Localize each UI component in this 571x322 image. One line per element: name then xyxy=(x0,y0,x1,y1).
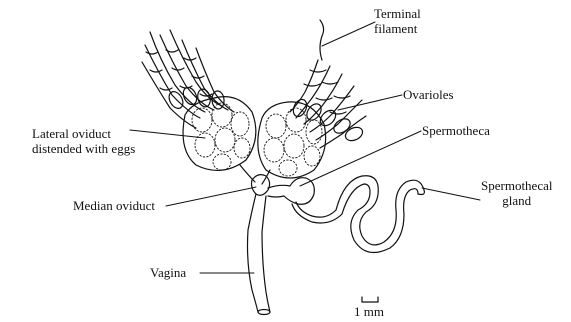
label-vagina: Vagina xyxy=(150,265,186,280)
leader-lateral-oviduct xyxy=(130,130,205,138)
label-spermothecal-gland: Spermothecal gland xyxy=(481,178,552,208)
median-oviduct-shape xyxy=(252,175,270,196)
terminal-filament-strand xyxy=(320,20,324,60)
scale-bar-icon xyxy=(362,297,378,302)
right-ovary xyxy=(258,20,366,184)
right-eggs xyxy=(264,108,322,176)
label-ovarioles: Ovarioles xyxy=(403,87,454,102)
left-eggs xyxy=(192,103,250,170)
vagina-shape xyxy=(248,194,271,315)
spermothecal-gland-shape xyxy=(336,176,424,253)
spermotheca-shape xyxy=(268,178,314,205)
label-spermothecal-gland-line1: Spermothecal xyxy=(481,178,552,193)
label-median-oviduct: Median oviduct xyxy=(73,198,155,213)
left-ovarioles xyxy=(142,30,234,128)
label-lateral-oviduct-line2: distended with eggs xyxy=(32,141,135,156)
label-lateral-oviduct-line1: Lateral oviduct xyxy=(32,126,135,141)
label-terminal-filament-line2: filament xyxy=(374,21,421,36)
right-ovarioles xyxy=(290,60,366,148)
label-spermotheca: Spermotheca xyxy=(422,123,490,138)
label-scale: 1 mm xyxy=(354,304,384,319)
label-spermothecal-gland-line2: gland xyxy=(481,193,552,208)
leader-terminal-filament xyxy=(322,22,375,46)
leader-median-oviduct xyxy=(166,187,256,206)
label-lateral-oviduct: Lateral oviduct distended with eggs xyxy=(32,126,135,156)
label-terminal-filament-line1: Terminal xyxy=(374,6,421,21)
spermothecal-duct-outer xyxy=(292,204,342,223)
left-ovary xyxy=(142,30,256,182)
leader-lines xyxy=(130,22,480,273)
leader-spermothecal-gland xyxy=(422,188,480,200)
label-terminal-filament: Terminal filament xyxy=(374,6,421,36)
